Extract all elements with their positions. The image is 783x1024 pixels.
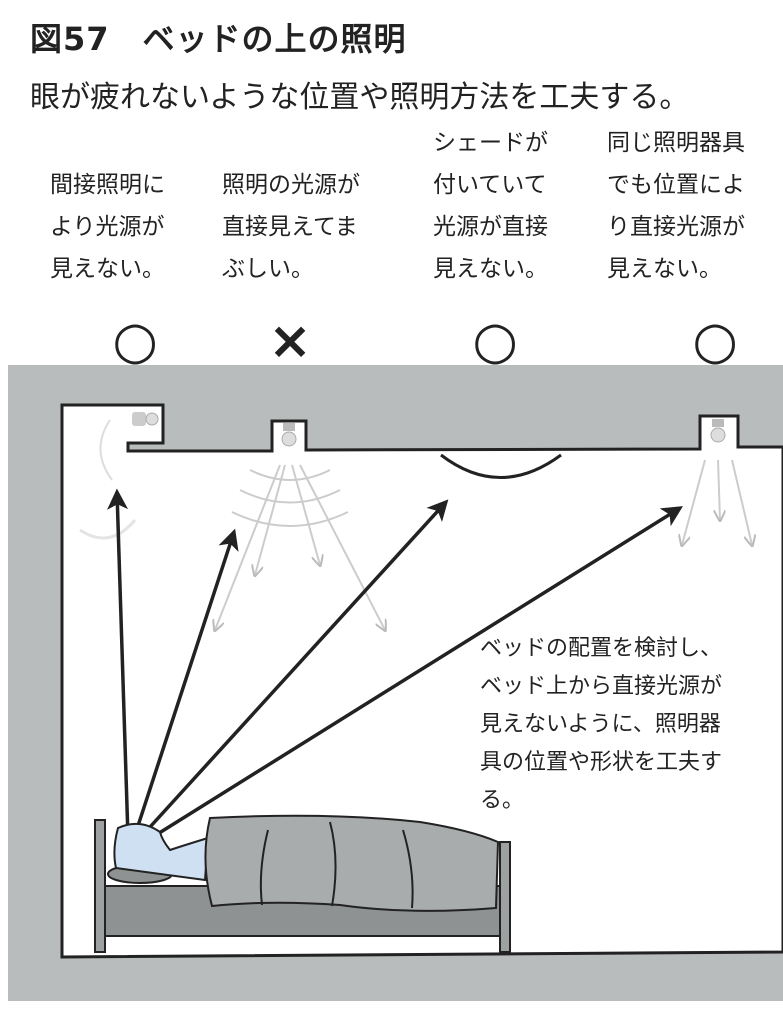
label-position: 同じ照明器具 でも位置によ り直接光源が 見えない。 — [607, 122, 745, 290]
note-line: 見えないように、照明器 — [480, 712, 721, 737]
label-line: 照明の光源が — [222, 172, 360, 198]
annotation-note: ベッドの配置を検討し、 ベッド上から直接光源が 見えないように、照明器 具の位置… — [480, 630, 722, 820]
note-line: ベッドの配置を検討し、 — [480, 636, 723, 661]
label-line: より光源が — [50, 214, 165, 240]
shade-light-icon — [440, 453, 562, 479]
label-line: 間接照明に — [50, 172, 165, 198]
sight-arrows — [107, 488, 683, 842]
good-mark-icon: ○ — [472, 311, 518, 371]
figure-title: 図57 ベッドの上の照明 — [30, 20, 407, 58]
label-line: 同じ照明器具 — [607, 130, 745, 156]
label-line: 光源が直接 — [433, 214, 548, 240]
note-line: 具の位置や形状を工夫す — [480, 750, 723, 775]
label-line: シェードが — [433, 130, 548, 156]
bad-mark-icon: × — [268, 311, 312, 371]
label-line: 見えない。 — [50, 256, 165, 282]
label-indirect-lighting: 間接照明に より光源が 見えない。 — [50, 164, 165, 290]
sight-arrow — [138, 499, 449, 840]
figure-subtitle: 眼が疲れないような位置や照明方法を工夫する。 — [30, 80, 690, 115]
downlight-icon — [215, 423, 385, 630]
sight-arrow — [107, 488, 130, 839]
indirect-light-icon — [79, 412, 159, 540]
label-line: 見えない。 — [433, 256, 548, 282]
label-line: ぶしい。 — [222, 256, 314, 282]
note-line: ベッド上から直接光源が — [480, 674, 723, 699]
good-mark-icon: ○ — [692, 311, 738, 371]
label-direct-glare: 照明の光源が 直接見えてま ぶしい。 — [222, 164, 360, 290]
label-line: 見えない。 — [607, 256, 722, 282]
sight-arrow — [132, 528, 239, 839]
label-line: 付いていて — [433, 172, 547, 198]
good-mark-icon: ○ — [112, 311, 158, 371]
blanket — [204, 814, 500, 912]
note-line: る。 — [480, 788, 525, 813]
bed — [94, 814, 511, 953]
ceiling-light-icon — [682, 419, 752, 545]
sleeping-person-head — [113, 822, 210, 882]
label-line: り直接光源が — [607, 214, 745, 240]
label-line: 直接見えてま — [222, 214, 358, 240]
sight-arrow — [147, 506, 683, 842]
label-line: でも位置によ — [607, 172, 745, 198]
label-shade: シェードが 付いていて 光源が直接 見えない。 — [433, 122, 548, 290]
